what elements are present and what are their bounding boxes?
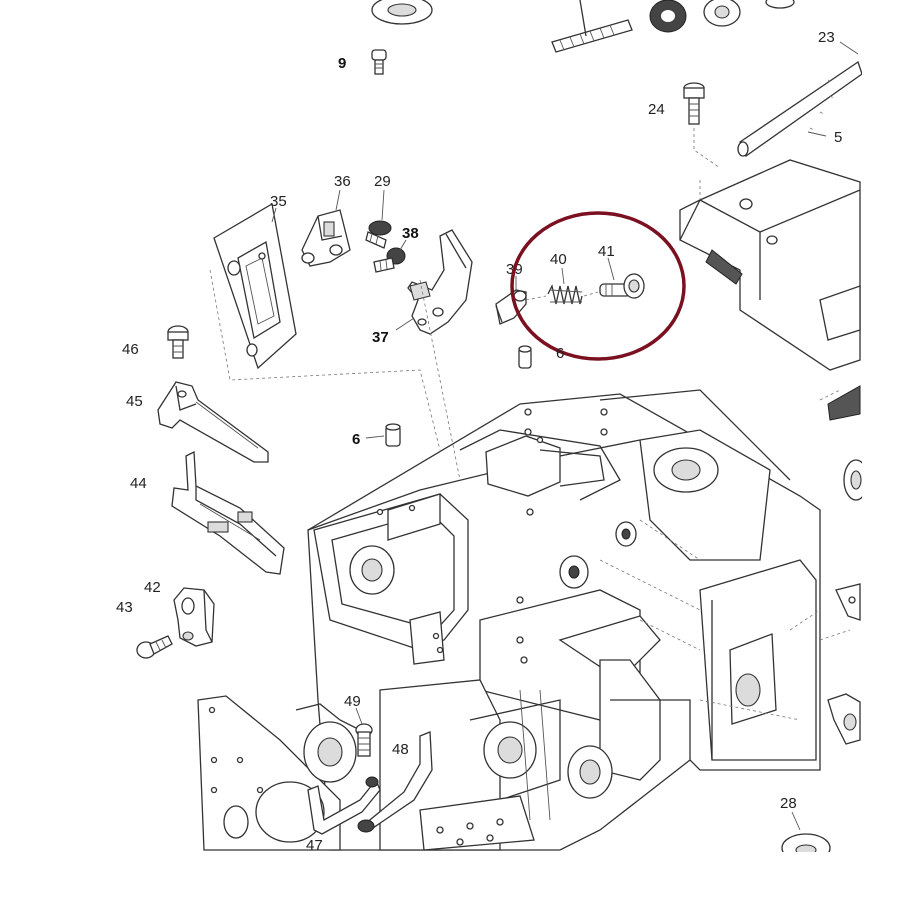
label-part-28: 28: [780, 795, 797, 812]
top-gear-part: [649, 0, 687, 33]
part-24-screw: [683, 82, 705, 125]
part-39-plate: [495, 289, 527, 325]
label-part-35: 35: [270, 193, 287, 210]
right-leader-lines: [789, 389, 851, 641]
label-part-6-upper: 6: [556, 345, 564, 362]
top-small-washer-part: [765, 0, 795, 9]
part-46-screw: [167, 325, 189, 359]
top-washer-part: [703, 0, 741, 27]
label-part-45: 45: [126, 393, 143, 410]
part-45-arm: [157, 381, 269, 463]
top-pulley-part: [371, 0, 433, 25]
label-part-42: 42: [144, 579, 161, 596]
label-part-41: 41: [598, 243, 615, 260]
right-bracket-assembly: [679, 159, 861, 371]
part-23-shaft: [737, 60, 863, 157]
label-part-48: 48: [392, 741, 409, 758]
label-part-44: 44: [130, 475, 147, 492]
highlight-circle: [510, 211, 686, 361]
label-part-37: 37: [372, 329, 389, 346]
part-42-bracket: [173, 587, 215, 647]
label-part-9: 9: [338, 55, 346, 72]
part-6-pin-lower: [385, 423, 401, 447]
label-part-29: 29: [374, 173, 391, 190]
part-6-pin-upper: [518, 345, 532, 369]
part-49-screw: [355, 723, 373, 757]
main-casting-body: [307, 389, 821, 851]
part-40-spring: [547, 284, 583, 305]
part-37-lever: [407, 229, 473, 335]
label-part-23: 23: [818, 29, 835, 46]
right-hatched-strip: [827, 385, 861, 421]
label-part-47: 47: [306, 837, 323, 854]
top-threaded-rod-part: [551, 0, 633, 53]
label-part-46: 46: [122, 341, 139, 358]
part-9-screw: [371, 49, 387, 75]
label-part-36: 36: [334, 173, 351, 190]
part-47-arm: [307, 776, 381, 835]
label-part-49: 49: [344, 693, 361, 710]
label-part-40: 40: [550, 251, 567, 268]
part-38-screw: [373, 247, 406, 273]
label-part-5: 5: [834, 129, 842, 146]
assembly-dashed-lines: [419, 180, 801, 721]
part-36-bracket: [301, 209, 351, 267]
lower-left-frame: [197, 695, 361, 851]
part-43-screw: [136, 635, 173, 659]
part-35-plate: [213, 202, 297, 370]
right-edge-bracket: [827, 693, 861, 745]
part-41-pin: [599, 273, 645, 299]
label-part-43: 43: [116, 599, 133, 616]
part-44-slide-plate: [171, 450, 285, 575]
part-29-screw: [365, 220, 392, 249]
label-part-24: 24: [648, 101, 665, 118]
right-edge-clip: [835, 583, 861, 621]
label-part-38: 38: [402, 225, 419, 242]
label-part-6-lower: 6: [352, 431, 360, 448]
part-48-link: [357, 731, 433, 833]
